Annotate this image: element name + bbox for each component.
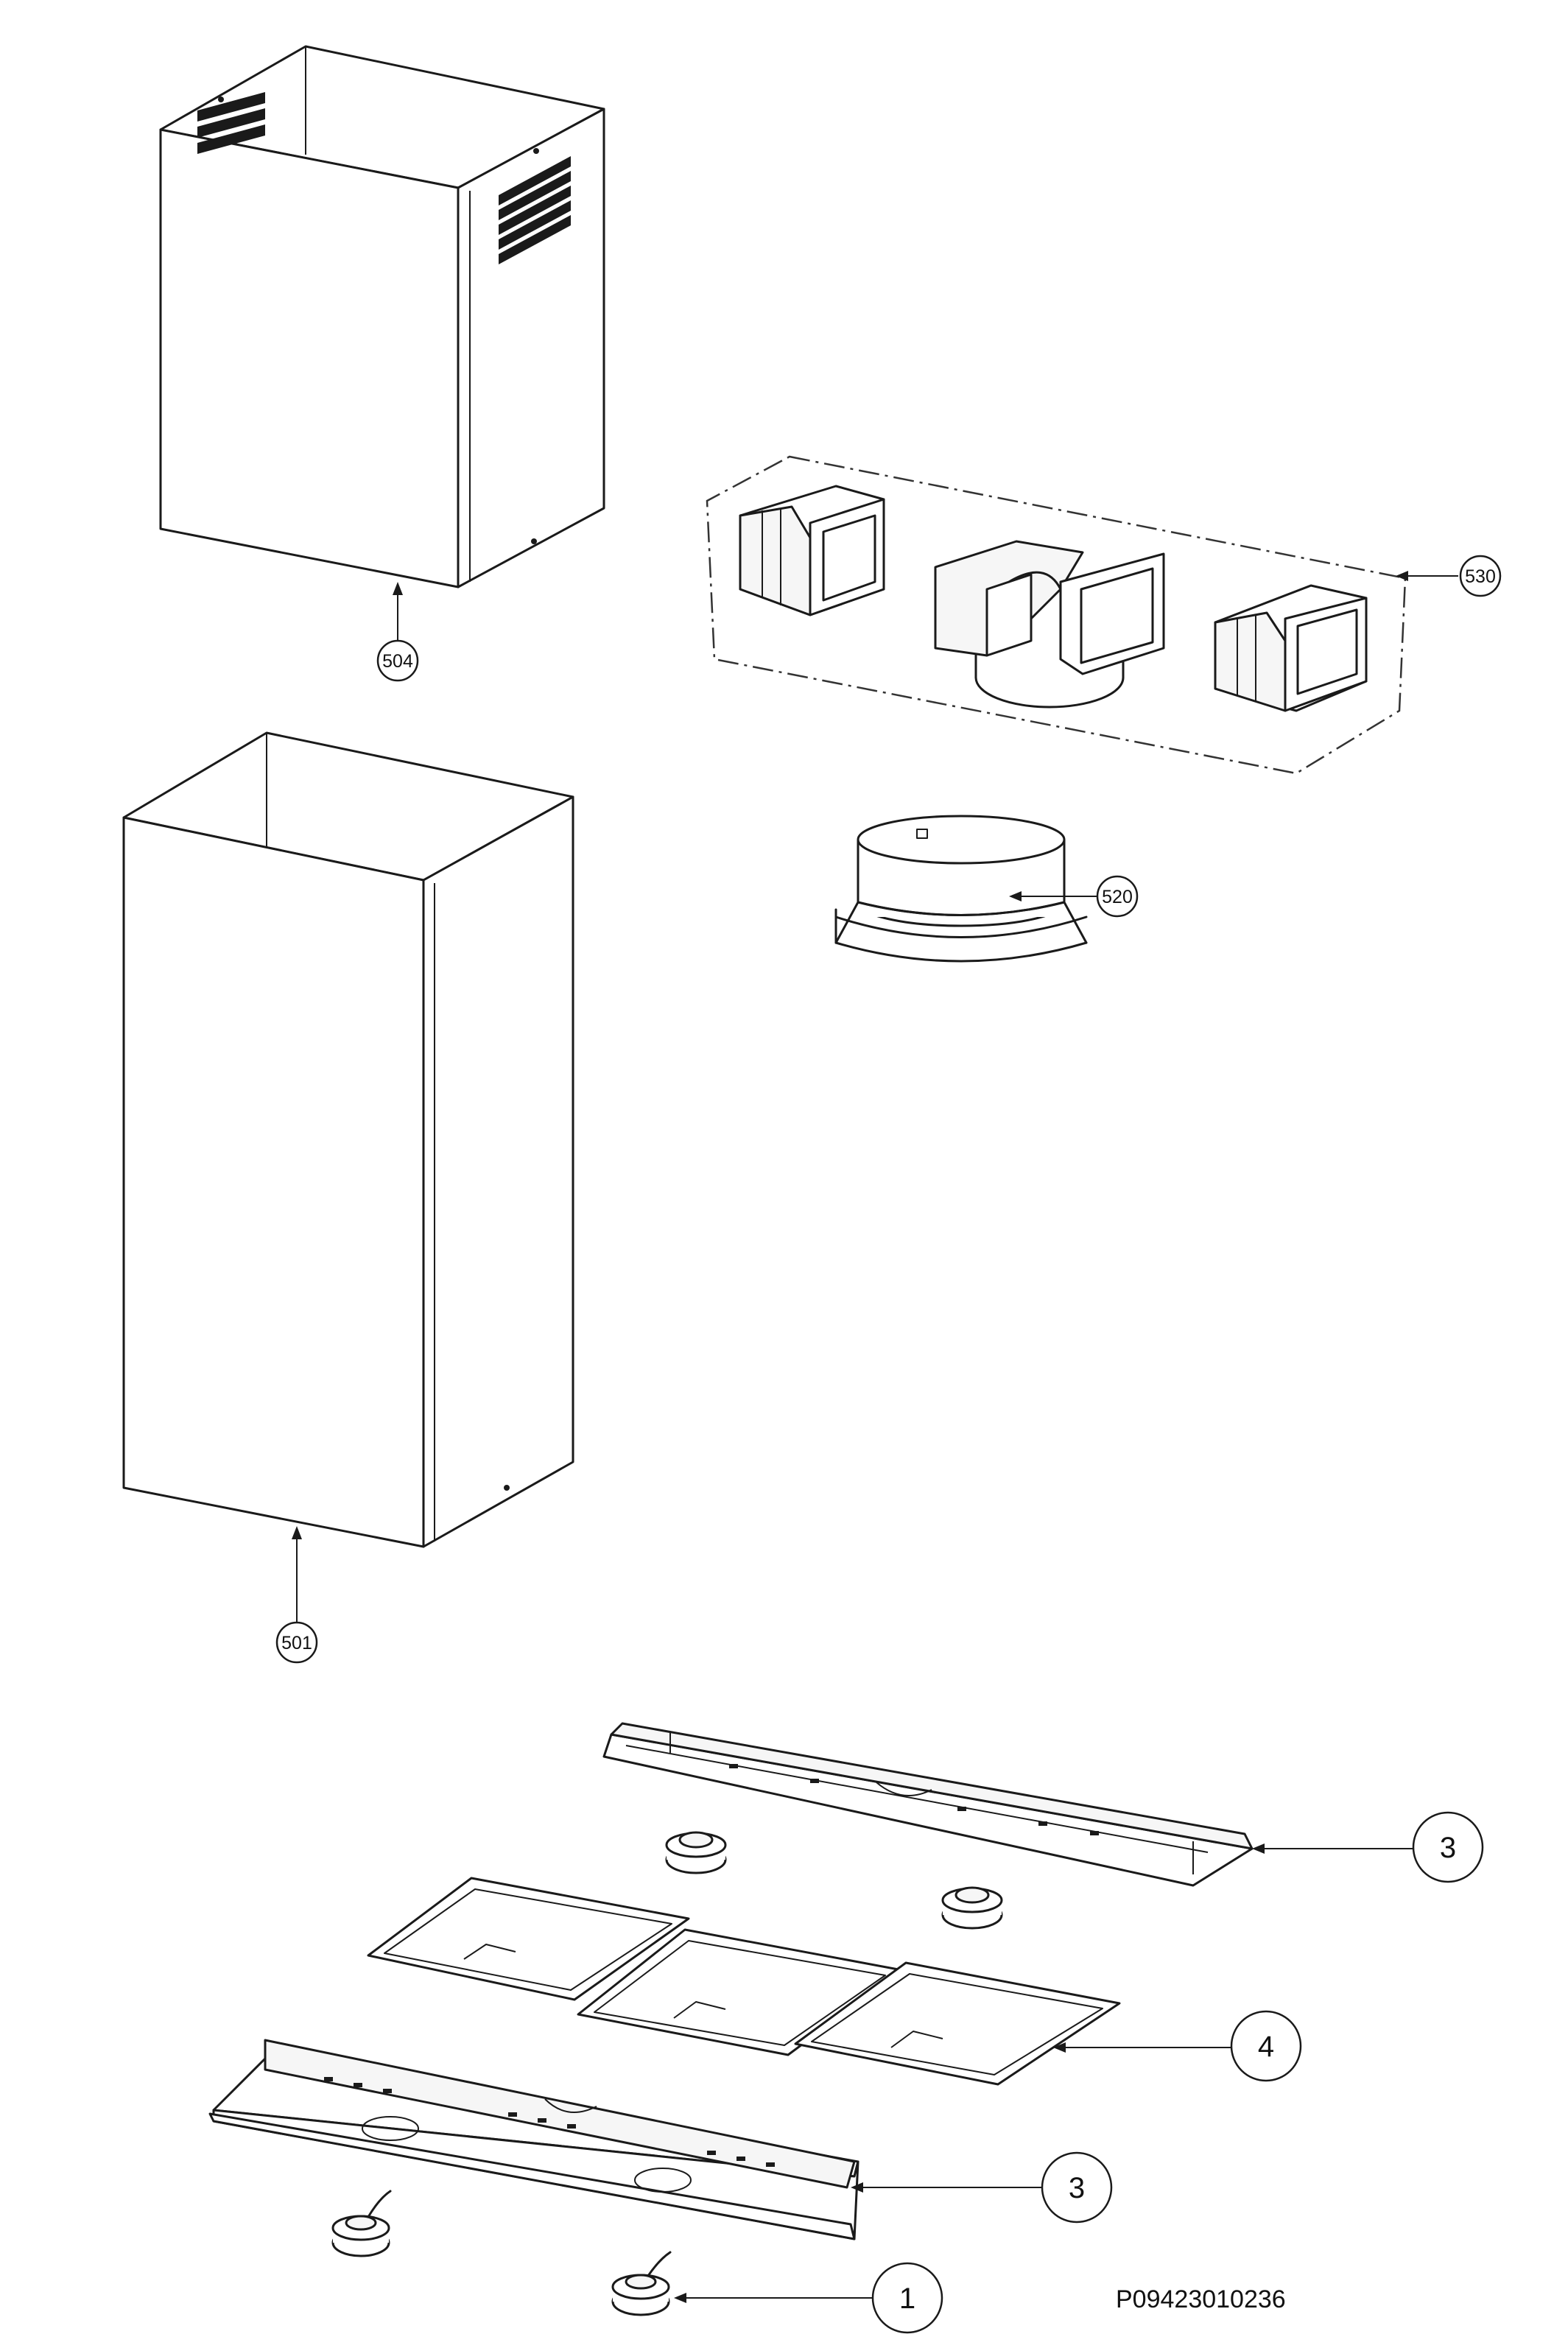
motor-unit-c [331,2190,392,2257]
lower-chimney-cover [122,731,574,1548]
upper-mounting-rail [602,1722,1254,1887]
motor-unit-b [941,1886,1003,1930]
callout-530: 530 [1459,555,1502,597]
right-rectangular-duct [1214,584,1368,712]
callout-label: 1 [899,2282,915,2315]
callout-3-lower: 3 [1041,2151,1113,2224]
left-rectangular-duct [739,485,885,616]
callout-4: 4 [1230,2010,1302,2082]
callout-501: 501 [275,1621,318,1664]
duct-kit-group [706,455,1407,775]
round-adapter-ring [834,815,1088,963]
callout-label: 3 [1440,1832,1456,1864]
callout-520: 520 [1096,875,1139,918]
upper-chimney-cover [159,45,605,588]
callout-label: 504 [382,651,413,672]
leader-lines [292,571,1458,2303]
drawing-code: P09423010236 [1116,2285,1286,2313]
callout-label: 3 [1069,2172,1085,2204]
callout-3-upper: 3 [1412,1811,1484,1883]
callout-label: 520 [1102,887,1133,907]
motor-unit-d [611,2251,672,2316]
callout-label: 4 [1258,2031,1274,2063]
callout-label: 530 [1465,566,1496,587]
motor-unit-a [665,1831,727,1874]
callout-504: 504 [376,639,419,682]
vent-grill-left [197,92,265,154]
grease-filter-1 [367,1877,690,2001]
lower-mounting-rail [208,2039,859,2240]
callout-1: 1 [871,2262,943,2334]
grease-filter-3 [794,1961,1121,2086]
callout-label: 501 [281,1633,312,1653]
vent-grill-right [499,156,571,264]
middle-adapter-duct [934,540,1165,709]
